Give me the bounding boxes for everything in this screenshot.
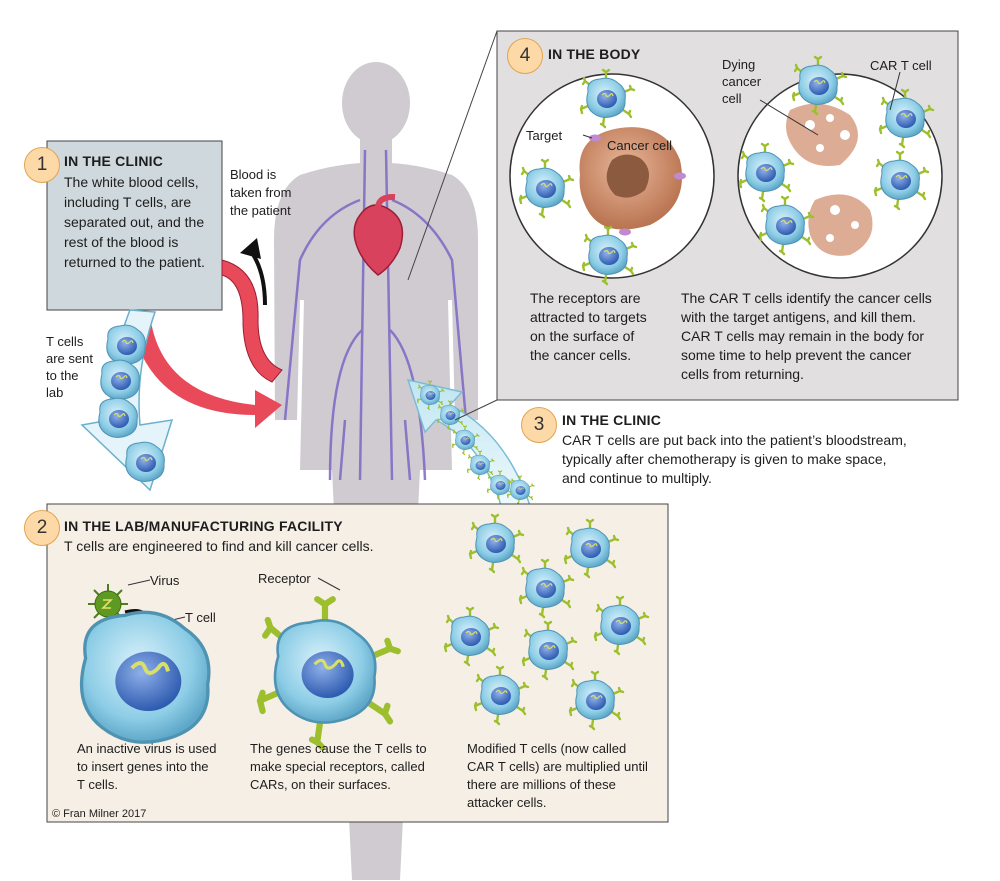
step2-badge: 2 [24, 510, 60, 546]
step1-number: 1 [36, 154, 48, 175]
step2-title: IN THE LAB/MANUFACTURING FACILITY [64, 518, 343, 534]
heart [353, 193, 404, 276]
virus-caption: An inactive virus is used to insert gene… [77, 741, 217, 792]
dying-cancer-cell-label: Dying cancer cell [722, 57, 762, 106]
copyright: © Fran Milner 2017 [52, 808, 147, 820]
step4-title: IN THE BODY [548, 46, 641, 62]
step1-title: IN THE CLINIC [64, 153, 164, 169]
tcell-label: T cell [185, 610, 216, 625]
step1-badge: 1 [24, 147, 60, 183]
blood-taken-label: Blood is taken from the patient [230, 167, 292, 218]
step2-subtitle: T cells are engineered to find and kill … [64, 538, 374, 554]
multiplied-caption: Modified T cells (now called CAR T cells… [467, 741, 648, 810]
receptors-made-caption: The genes cause the T cells to make spec… [250, 741, 427, 792]
step3-text: CAR T cells are put back into the patien… [562, 432, 907, 486]
target-binding-circle [509, 70, 715, 284]
receptors-caption: The receptors are attracted to targets o… [530, 290, 647, 363]
step4-number: 4 [519, 45, 531, 66]
cart-cell-label: CAR T cell [870, 58, 932, 73]
step1-panel [46, 140, 223, 311]
step3-badge: 3 [521, 407, 557, 443]
virus-label: Virus [150, 573, 180, 588]
step4-badge: 4 [507, 38, 543, 74]
identify-caption: The CAR T cells identify the cancer cell… [681, 290, 932, 382]
step1-text: The white blood cells, including T cells… [64, 174, 205, 270]
large-t-cell [79, 610, 211, 745]
step3-title: IN THE CLINIC [562, 412, 662, 428]
cancer-killing-circle [737, 57, 943, 279]
cancer-cell-label: Cancer cell [607, 138, 673, 153]
receptor-label: Receptor [258, 571, 311, 586]
tcells-sent-label: T cells are sent to the lab [46, 334, 93, 400]
step3-number: 3 [533, 414, 545, 435]
blood-arrow-label: Blood [182, 409, 216, 424]
target-label: Target [526, 128, 563, 143]
virus [88, 584, 128, 624]
step2-number: 2 [36, 517, 48, 538]
